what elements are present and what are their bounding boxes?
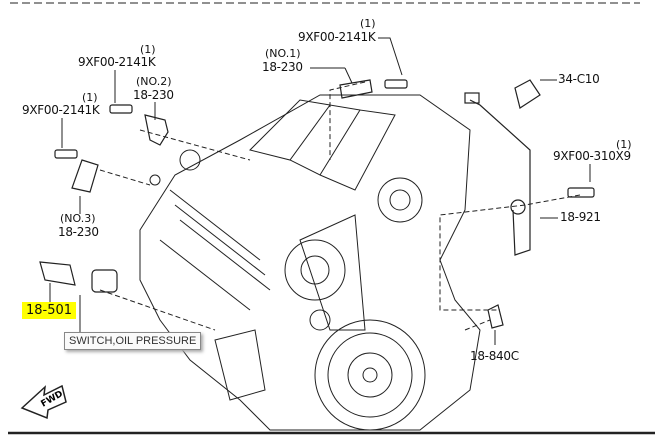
harness-icon	[469, 99, 531, 256]
knock-sensor-icon	[510, 199, 526, 215]
part-number[interactable]: 9XF00-2141K	[78, 55, 156, 69]
sensor-icon	[339, 79, 373, 99]
qty: (1)	[360, 17, 376, 30]
qty: (1)	[140, 43, 156, 56]
fwd-arrow-icon	[20, 384, 67, 420]
highlighted-part-number[interactable]: 18-501	[22, 302, 77, 319]
position: (NO.3)	[60, 212, 96, 225]
position: (NO.1)	[265, 47, 301, 60]
part-number[interactable]: 18-230	[58, 225, 99, 239]
parts-shapes	[39, 79, 595, 329]
part-number[interactable]: 9XF00-2141K	[22, 103, 100, 117]
adapter-icon	[91, 269, 118, 293]
part-number[interactable]: 18-921	[560, 210, 601, 224]
sensor-icon	[144, 114, 169, 146]
part-number[interactable]: 18-230	[133, 88, 174, 102]
sensor-icon	[71, 159, 99, 193]
part-number[interactable]: 34-C10	[558, 72, 600, 86]
connector-icon	[514, 79, 541, 109]
plug-icon	[464, 92, 480, 104]
part-number[interactable]: 18-230	[262, 60, 303, 74]
part-number[interactable]: 9XF00-2141K	[298, 30, 376, 44]
leader-lines	[99, 81, 581, 331]
part-number[interactable]: 18-840C	[470, 349, 519, 363]
oil-switch-icon	[39, 261, 76, 286]
bolt-icon	[567, 187, 595, 198]
qty: (1)	[82, 91, 98, 104]
tooltip: SWITCH,OIL PRESSURE	[64, 332, 202, 350]
fwd-text: FWD	[40, 389, 65, 409]
qty: (1)	[616, 138, 632, 151]
engine-block	[139, 94, 481, 431]
part-number[interactable]: 9XF00-310X9	[553, 149, 631, 163]
bolt-icon	[384, 79, 408, 89]
crank-sensor-icon	[487, 304, 504, 329]
bolt-icon	[109, 104, 133, 114]
position: (NO.2)	[136, 75, 172, 88]
bolt-icon	[54, 149, 78, 159]
